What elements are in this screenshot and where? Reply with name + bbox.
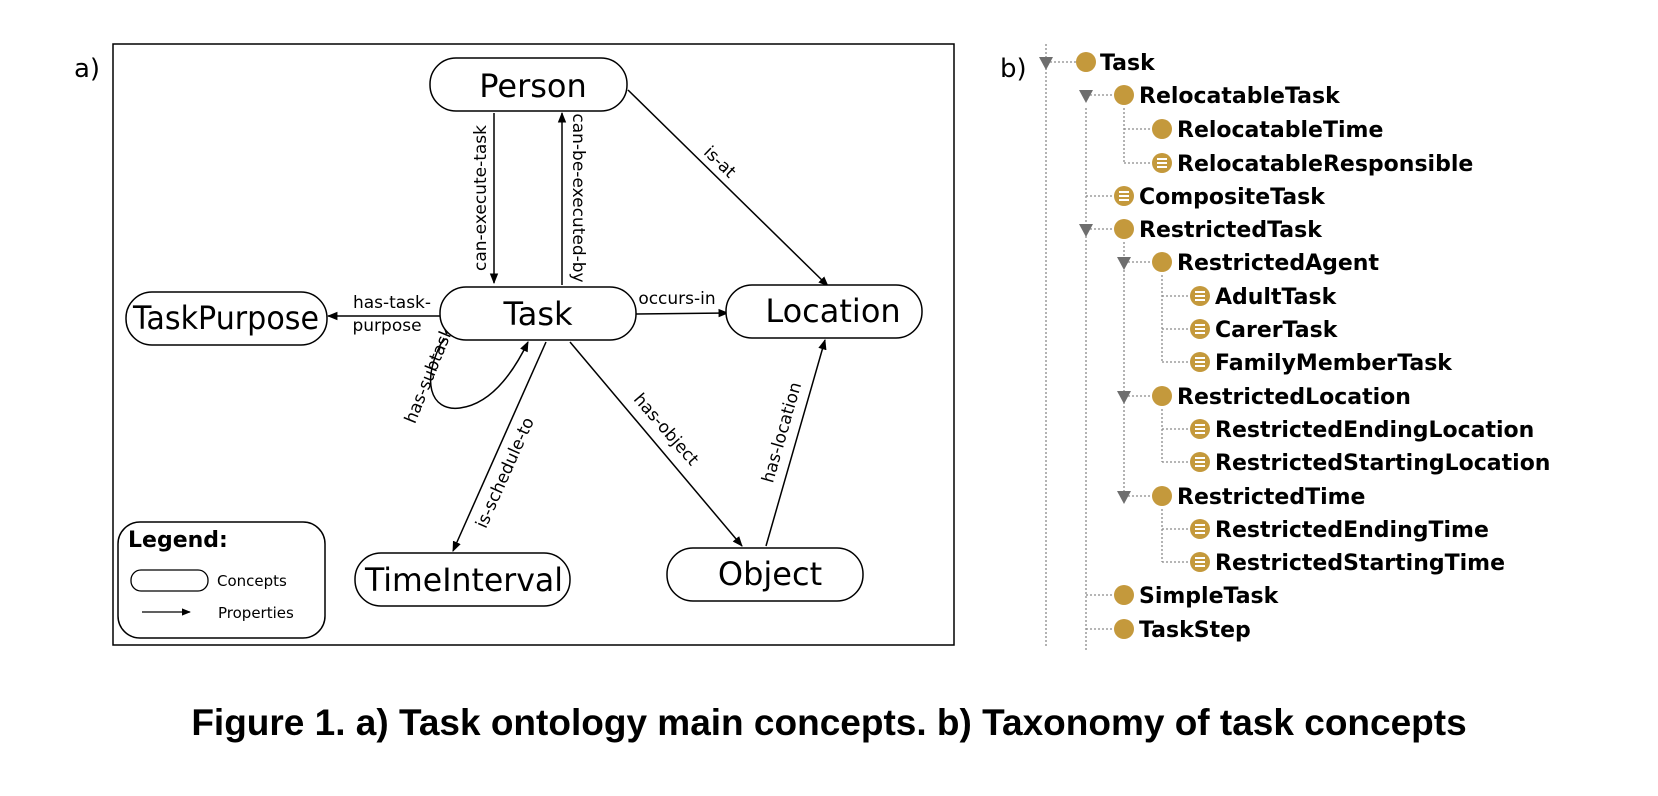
class-icon — [1114, 85, 1134, 105]
edge-has-location — [765, 338, 827, 547]
legend: Legend: Concepts Properties — [117, 521, 326, 639]
tree-item-restricted-task[interactable]: RestrictedTask — [1139, 218, 1323, 243]
node-person: Person — [429, 57, 628, 112]
expand-arrow-icon[interactable] — [1079, 224, 1093, 237]
tree-item-task-step[interactable]: TaskStep — [1139, 618, 1251, 643]
node-object: Object — [666, 547, 864, 602]
expand-arrow-icon[interactable] — [1117, 391, 1131, 404]
node-task-label: Task — [502, 295, 573, 333]
node-task-purpose-label: TaskPurpose — [132, 299, 319, 337]
node-person-label: Person — [479, 67, 587, 105]
label-has-task-purpose-line2: purpose — [352, 316, 421, 336]
tree-item-relocatable-responsible[interactable]: RelocatableResponsible — [1177, 152, 1473, 177]
edge-has-object — [569, 341, 743, 547]
legend-concepts-label: Concepts — [217, 572, 287, 590]
node-task: Task — [439, 286, 637, 341]
edge-is-schedule-to — [452, 341, 547, 552]
tree-lines — [1045, 44, 1190, 652]
tree-item-simple-task[interactable]: SimpleTask — [1139, 584, 1280, 609]
tree-item-restricted-time[interactable]: RestrictedTime — [1177, 485, 1365, 510]
class-icon — [1114, 619, 1134, 639]
tree-item-carer-task[interactable]: CarerTask — [1215, 318, 1339, 343]
tree-item-relocatable-time[interactable]: RelocatableTime — [1177, 118, 1383, 143]
figure-canvas: can-execute-task can-be-executed-by is-a… — [112, 43, 1550, 652]
tree-item-restricted-starting-time[interactable]: RestrictedStartingTime — [1215, 551, 1505, 576]
tree-item-restricted-ending-location[interactable]: RestrictedEndingLocation — [1215, 418, 1534, 443]
node-location: Location — [725, 284, 923, 339]
defined-class-icon — [1190, 519, 1210, 539]
class-icon — [1152, 386, 1172, 406]
tree-item-composite-task[interactable]: CompositeTask — [1139, 185, 1326, 210]
label-occurs-in: occurs-in — [638, 289, 715, 309]
edge-occurs-in — [635, 308, 730, 318]
class-icon — [1076, 52, 1096, 72]
defined-class-icon — [1190, 452, 1210, 472]
tree-item-relocatable-task[interactable]: RelocatableTask — [1139, 84, 1341, 109]
diagram-frame — [112, 43, 955, 646]
expand-arrow-icon[interactable] — [1039, 57, 1053, 70]
tree-item-restricted-starting-location[interactable]: RestrictedStartingLocation — [1215, 451, 1550, 476]
class-icon — [1152, 486, 1172, 506]
class-icon — [1152, 252, 1172, 272]
panel-a-label: a) — [74, 54, 101, 84]
label-can-execute-task: can-execute-task — [471, 125, 491, 271]
defined-class-icon — [1152, 153, 1172, 173]
defined-class-icon — [1190, 552, 1210, 572]
legend-title: Legend: — [128, 528, 228, 553]
tree-item-restricted-ending-time[interactable]: RestrictedEndingTime — [1215, 518, 1489, 543]
node-time-interval-label: TimeInterval — [364, 561, 563, 599]
node-location-label: Location — [765, 292, 900, 330]
legend-properties-label: Properties — [218, 604, 294, 622]
legend-concept-shape — [130, 569, 209, 592]
edge-has-subtask — [429, 337, 529, 409]
tree-item-restricted-agent[interactable]: RestrictedAgent — [1177, 251, 1379, 276]
defined-class-icon — [1190, 419, 1210, 439]
edge-is-at — [627, 89, 829, 287]
class-icon — [1152, 119, 1172, 139]
tree-item-adult-task[interactable]: AdultTask — [1215, 285, 1338, 310]
tree-item-family-member-task[interactable]: FamilyMemberTask — [1215, 351, 1453, 376]
defined-class-icon — [1190, 352, 1210, 372]
class-icon — [1114, 585, 1134, 605]
figure-caption: Figure 1. a) Task ontology main concepts… — [191, 702, 1467, 743]
label-is-at: is-at — [699, 142, 740, 182]
panel-b-label: b) — [1000, 54, 1027, 84]
defined-class-icon — [1114, 186, 1134, 206]
label-has-object: has-object — [629, 390, 703, 470]
expand-arrow-icon[interactable] — [1117, 257, 1131, 270]
label-has-subtask: has-subtask — [401, 324, 458, 427]
expand-arrow-icon[interactable] — [1079, 90, 1093, 103]
label-has-task-purpose-line1: has-task- — [353, 293, 431, 313]
node-time-interval: TimeInterval — [354, 552, 571, 607]
class-icon — [1114, 219, 1134, 239]
expand-arrow-icon[interactable] — [1117, 491, 1131, 504]
tree-item-task[interactable]: Task — [1100, 51, 1156, 76]
node-task-purpose: TaskPurpose — [125, 291, 328, 346]
defined-class-icon — [1190, 286, 1210, 306]
label-can-be-executed-by: can-be-executed-by — [568, 113, 588, 282]
tree-item-restricted-location[interactable]: RestrictedLocation — [1177, 385, 1411, 410]
node-object-label: Object — [718, 555, 822, 593]
defined-class-icon — [1190, 319, 1210, 339]
